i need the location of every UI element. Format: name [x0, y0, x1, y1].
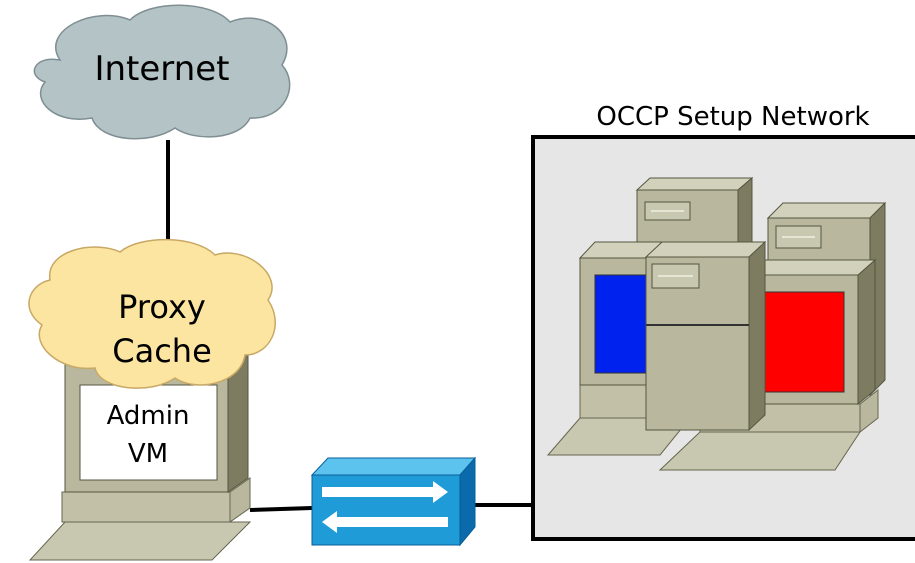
switch-arrow-left-icon	[322, 511, 448, 533]
network-switch	[310, 456, 477, 547]
server-tower-icon	[644, 240, 767, 432]
internet-label: Internet	[94, 49, 229, 89]
proxy-label-line2: Cache	[112, 332, 212, 370]
red-screen	[759, 291, 845, 393]
proxy-cache-cloud: Proxy Cache	[28, 238, 277, 389]
occp-network-box: OCCP Setup Network	[531, 102, 915, 541]
proxy-label-line1: Proxy	[118, 288, 206, 326]
admin-vm-label-line1: Admin	[107, 401, 190, 431]
link-admin-switch	[249, 506, 313, 512]
switch-arrow-right-icon	[322, 481, 448, 503]
occp-network-label: OCCP Setup Network	[596, 102, 869, 132]
admin-vm-computer: Admin VM	[28, 344, 252, 561]
internet-cloud: Internet	[33, 4, 291, 140]
admin-vm-label-line2: VM	[128, 439, 168, 469]
